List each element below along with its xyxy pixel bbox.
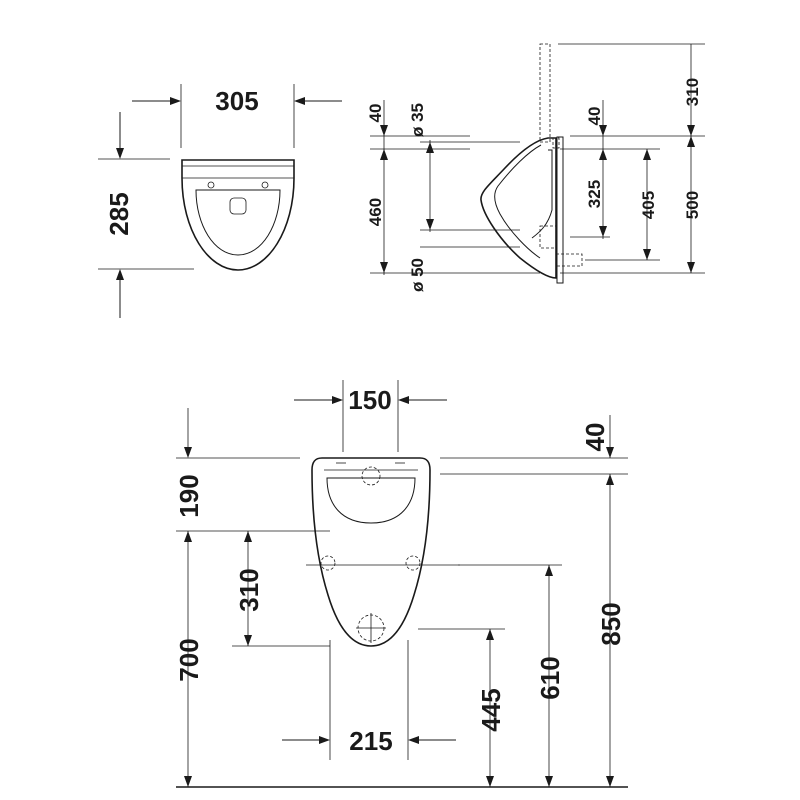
- rim-height-label: 850: [596, 602, 626, 645]
- arrowhead: [244, 635, 252, 646]
- arrowhead: [426, 219, 434, 230]
- bowl-opening: [326, 477, 416, 524]
- side-view: 40 460 ø 35 ø 50 40 325: [366, 43, 705, 292]
- arrowhead: [426, 142, 434, 153]
- arrowhead: [486, 629, 494, 640]
- outlet-diameter-label: ø 50: [408, 258, 427, 292]
- fixing-hole: [261, 181, 269, 189]
- bowl-inner: [195, 189, 281, 256]
- arrowhead: [545, 565, 553, 576]
- arrowhead: [170, 97, 181, 105]
- supply-pipe: [539, 43, 551, 143]
- arrowhead: [244, 531, 252, 542]
- arrowhead: [486, 776, 494, 787]
- arrowhead: [380, 125, 388, 136]
- arrowhead: [380, 149, 388, 160]
- fixing-hole: [207, 181, 215, 189]
- arrowhead: [643, 149, 651, 160]
- wall-plate: [556, 136, 564, 284]
- top-offset-label: 40: [580, 423, 610, 452]
- hole-spacing-label: 150: [348, 385, 391, 415]
- outlet-height-label: 445: [476, 688, 506, 731]
- side-fixing-right: [405, 555, 421, 571]
- supply-connector: [552, 137, 560, 149]
- arrowhead: [599, 226, 607, 237]
- width-dimension-label: 305: [215, 86, 258, 116]
- arrowhead: [116, 148, 124, 159]
- fixing-height-label: 700: [174, 638, 204, 681]
- arrowhead: [184, 447, 192, 458]
- arrowhead: [687, 136, 695, 147]
- inlet-position: [361, 466, 381, 486]
- outlet-pipe: [555, 253, 583, 267]
- arrowhead: [599, 125, 607, 136]
- inlet-diameter-label: ø 35: [408, 103, 427, 137]
- arrowhead: [687, 125, 695, 136]
- front-view: 150 190 700 310: [174, 380, 628, 788]
- arrowhead: [184, 776, 192, 787]
- top-offset-right-label: 40: [585, 107, 604, 126]
- inner-height-label: 325: [585, 180, 604, 208]
- bottom-width-label: 215: [349, 726, 392, 756]
- arrowhead: [687, 262, 695, 273]
- arrowhead: [408, 736, 419, 744]
- arrowhead: [398, 396, 409, 404]
- urinal-side-profile: [480, 137, 557, 279]
- top-view: 305 285: [98, 84, 342, 318]
- arrowhead: [116, 269, 124, 280]
- total-height-label: 500: [683, 191, 702, 219]
- arrowhead: [606, 776, 614, 787]
- fixing-spacing-label: 310: [234, 568, 264, 611]
- arrowhead: [643, 249, 651, 260]
- arrowhead: [599, 149, 607, 160]
- arrowhead: [319, 736, 330, 744]
- height-label: 460: [366, 198, 385, 226]
- depth-dimension-label: 285: [104, 192, 134, 235]
- side-fixing-left: [320, 555, 336, 571]
- urinal-front-outline: [311, 457, 431, 647]
- side-fixing-height-label: 610: [535, 656, 565, 699]
- arrowhead: [545, 776, 553, 787]
- outlet-height-label: 405: [639, 191, 658, 219]
- arrowhead: [294, 97, 305, 105]
- arrowhead: [380, 262, 388, 273]
- arrowhead: [606, 474, 614, 485]
- bowl-outline: [181, 159, 295, 271]
- drain-outlet: [229, 197, 247, 215]
- arrowhead: [332, 396, 343, 404]
- urinal-inner-profile: [494, 144, 542, 259]
- outlet-connector: [539, 225, 557, 249]
- arrowhead: [606, 447, 614, 458]
- internal-channel: [531, 149, 553, 239]
- offset-top-label: 40: [366, 104, 385, 123]
- upper-height-label: 190: [174, 474, 204, 517]
- pipe-height-label: 310: [683, 78, 702, 106]
